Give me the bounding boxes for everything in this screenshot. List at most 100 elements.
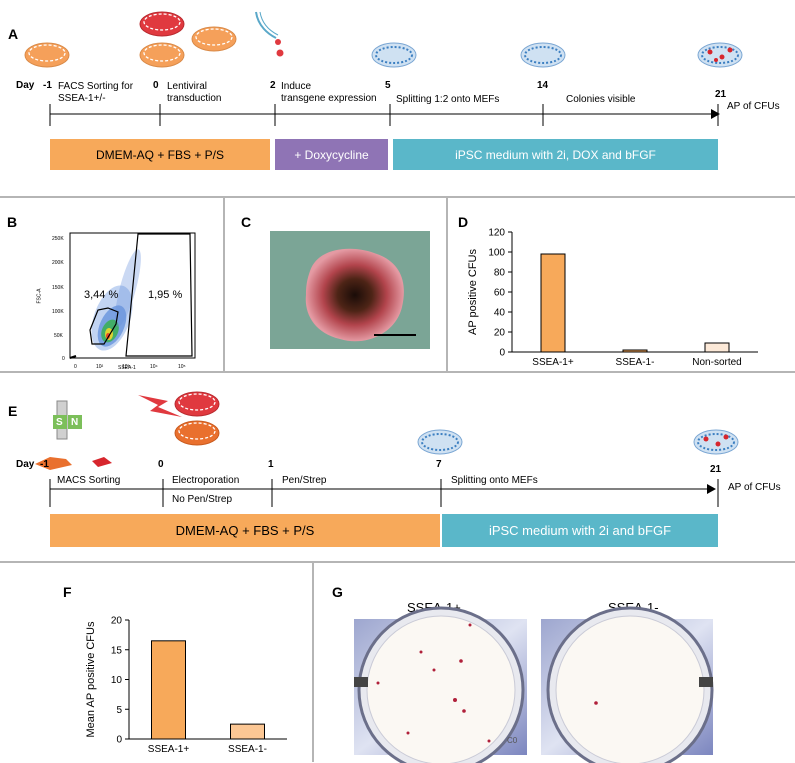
panel-c-label: C: [241, 214, 252, 230]
panel-e: E S N Day -1 0 1 7 21 MACS Sorting Elect…: [0, 372, 795, 562]
panel-a: A Day -1 0 2 5 14 21 FACS Sorting for SS…: [0, 0, 795, 197]
day-label: 2: [270, 80, 276, 91]
cell-icon: [35, 457, 112, 470]
red-dish-icon: [139, 11, 185, 37]
bar: [704, 342, 730, 353]
y-axis-title: AP positive CFUs: [467, 249, 479, 335]
y-axis-title: Mean AP positive CFUs: [85, 621, 97, 737]
day-label: 0: [153, 80, 159, 91]
y-tick-label: 100: [488, 248, 505, 259]
timeline-a: [49, 104, 720, 126]
y-tick-label: 80: [494, 268, 506, 279]
step-label: Splitting onto MEFs: [451, 475, 538, 486]
x-tick-label: SSEA-1-: [616, 357, 655, 368]
panel-g: G SSEA-1+ SSEA-1-: [313, 562, 795, 763]
lightning-icon: [138, 395, 182, 417]
day-label: 5: [385, 80, 391, 91]
panel-g-label: G: [332, 584, 343, 600]
medium-bar-ipsc: iPSC medium with 2i, DOX and bFGF: [393, 139, 718, 170]
day-word: Day: [16, 80, 35, 91]
y-tick: 0: [62, 356, 65, 362]
blue-dish-icon: [520, 42, 566, 68]
x-tick: 10⁴: [150, 364, 158, 370]
x-tick: 10²: [96, 364, 104, 370]
y-tick-label: 0: [116, 735, 122, 746]
y-axis-title: FSC-A: [36, 288, 43, 304]
y-tick: 150K: [52, 285, 64, 291]
day-label: 21: [715, 89, 727, 100]
x-axis-title: SSEA-1: [118, 365, 136, 371]
step-label: AP of CFUs: [728, 482, 781, 493]
red-dish-icon: [174, 391, 220, 417]
step-label: No Pen/Strep: [172, 494, 233, 505]
panel-b: B 3,44 % 1,95 % FSC-A SSEA-1 250K 200K 1…: [0, 197, 224, 372]
y-tick-label: 15: [111, 645, 123, 656]
panel-f-label: F: [63, 584, 72, 600]
colony-micrograph: [270, 231, 430, 349]
y-tick: 200K: [52, 260, 64, 266]
magnet-s-label: S: [56, 417, 63, 428]
orange-dish-icon: [24, 42, 70, 68]
colony-dish-icon: [693, 429, 739, 455]
dish-icons-e: [35, 391, 739, 470]
step-label: Colonies visible: [566, 94, 636, 105]
colony-dish-icon: [697, 42, 743, 68]
y-tick: 250K: [52, 236, 64, 242]
medium-bar-dmem: DMEM-AQ + FBS + P/S: [50, 139, 270, 170]
culture-plates: [354, 606, 714, 763]
x-tick: 10³: [122, 364, 130, 370]
step-label: Induce transgene expression: [281, 81, 377, 104]
day-label: -1: [40, 459, 49, 470]
dish-mark: C0: [507, 736, 518, 745]
x-tick-label: SSEA-1-: [228, 744, 267, 755]
orange-dish-icon: [139, 42, 185, 68]
pipette-icon: [255, 11, 284, 57]
x-tick: 0: [74, 364, 77, 370]
day-label: 21: [710, 464, 722, 475]
chart-d: 020406080100120SSEA-1+SSEA-1-Non-sortedA…: [467, 228, 758, 368]
blue-dish-icon: [417, 429, 463, 455]
orange-dish-icon: [174, 420, 220, 446]
medium-bar-dox: + Doxycycline: [275, 139, 388, 170]
panel-d-label: D: [458, 214, 469, 230]
x-tick-label: Non-sorted: [692, 357, 741, 368]
y-tick: 50K: [54, 333, 63, 339]
step-label: Splitting 1:2 onto MEFs: [396, 94, 500, 105]
y-tick: 100K: [52, 309, 64, 315]
x-tick: 10⁵: [178, 364, 186, 370]
y-tick-label: 40: [494, 308, 506, 319]
day-label: 1: [268, 459, 274, 470]
x-tick-label: SSEA-1+: [148, 744, 190, 755]
x-tick-label: SSEA-1+: [532, 357, 574, 368]
medium-bar-ipsc: iPSC medium with 2i and bFGF: [442, 514, 718, 547]
blue-dish-icon: [371, 42, 417, 68]
gate-left-percent: 3,44 %: [84, 289, 119, 301]
bar: [151, 640, 186, 740]
y-tick-label: 10: [111, 675, 123, 686]
panel-e-label: E: [8, 403, 18, 419]
orange-dish-icon: [191, 26, 237, 52]
panel-c: C: [224, 197, 447, 372]
y-tick-label: 20: [111, 616, 123, 627]
magnet-n-label: N: [71, 417, 79, 428]
magnet-icon: [53, 400, 82, 440]
y-tick-label: 0: [499, 348, 505, 359]
day-label: 7: [436, 459, 442, 470]
bar: [622, 349, 648, 353]
plate-negative: [541, 606, 714, 763]
medium-bar-dmem: DMEM-AQ + FBS + P/S: [50, 514, 440, 547]
timeline-e: [49, 479, 719, 507]
step-label: Electroporation: [172, 475, 240, 486]
step-label: Lentiviral transduction: [167, 81, 222, 104]
bar: [540, 253, 566, 353]
y-tick-label: 60: [494, 288, 506, 299]
panel-a-label: A: [8, 26, 19, 42]
day-label: -1: [43, 80, 52, 91]
step-label: FACS Sorting for SSEA-1+/-: [58, 81, 134, 104]
panel-b-label: B: [7, 214, 18, 230]
y-tick-label: 20: [494, 328, 506, 339]
day-label: 0: [158, 459, 164, 470]
step-label: MACS Sorting: [57, 475, 121, 486]
